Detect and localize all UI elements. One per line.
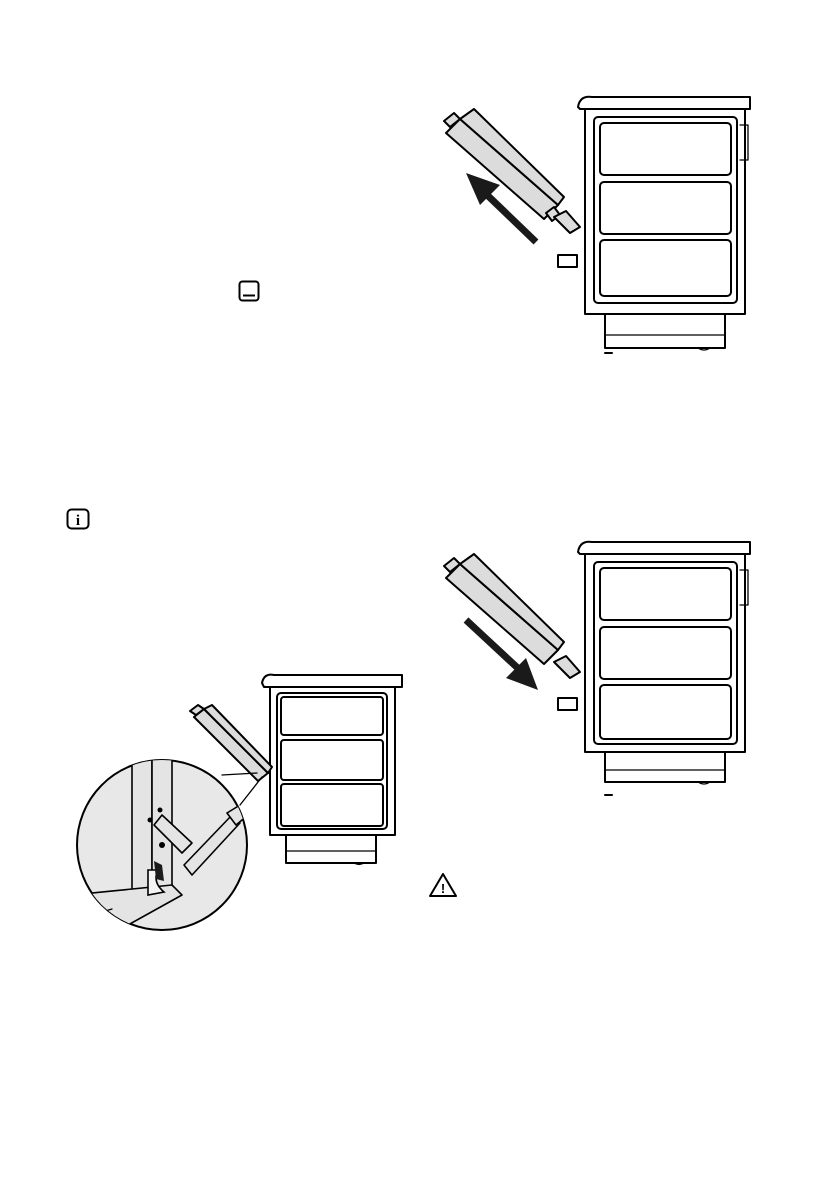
figure-door-installation (430, 530, 760, 805)
warning-symbol: ! (441, 881, 445, 896)
cooker-body (558, 542, 750, 795)
oven-bottom-heat-icon (238, 280, 260, 302)
info-symbol: i (76, 513, 80, 529)
cooker-body-small (262, 675, 402, 865)
magnified-hinge-circle (72, 755, 262, 945)
figure-door-removal (430, 85, 760, 360)
figure-hinge-lever-detail (72, 665, 412, 955)
cooker-body (558, 97, 750, 353)
warning-triangle-icon: ! (428, 872, 458, 898)
information-icon: i (66, 508, 90, 530)
